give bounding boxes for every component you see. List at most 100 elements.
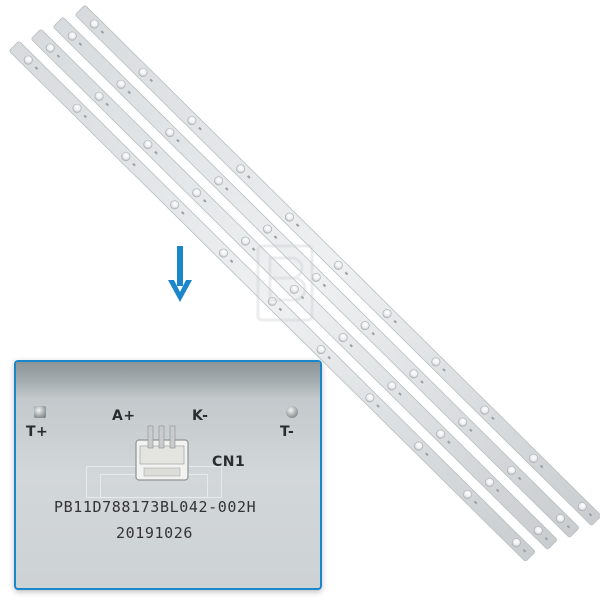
smd-component <box>225 187 229 191</box>
led-lens <box>338 333 348 343</box>
led-lens <box>67 31 77 41</box>
led-lens <box>23 55 33 65</box>
smd-component <box>181 211 185 215</box>
label-cn1: CN1 <box>212 454 246 470</box>
led-lens <box>214 176 224 186</box>
led-lens <box>240 236 250 246</box>
led-lens <box>409 369 419 379</box>
smd-component <box>78 42 83 46</box>
smd-component <box>278 307 283 312</box>
smd-component <box>198 126 202 131</box>
smd-component <box>229 259 234 263</box>
led-lens <box>143 140 153 150</box>
smd-component <box>154 150 158 155</box>
led-lens <box>436 429 446 439</box>
led-lens <box>165 128 175 138</box>
led-lens <box>431 357 441 367</box>
smd-component <box>127 90 131 95</box>
led-strips-group <box>9 5 600 562</box>
smd-component <box>132 162 136 167</box>
led-lens <box>458 417 468 427</box>
connector-closeup-inset: T+ A+ K- T- CN1 PB11D788173BL042-002H 20… <box>14 360 322 590</box>
led-strip <box>9 41 535 562</box>
led-lens <box>192 188 202 198</box>
part-number: PB11D788173BL042-002H <box>54 498 257 516</box>
led-lens <box>121 152 131 162</box>
led-lens <box>236 164 246 174</box>
smd-component <box>349 343 353 348</box>
led-lens <box>506 465 516 475</box>
pcb-edge <box>16 362 320 398</box>
label-t-plus: T+ <box>26 424 49 440</box>
smd-component <box>495 488 500 493</box>
arrow-down-icon <box>168 246 192 302</box>
smd-component <box>376 404 380 408</box>
led-lens <box>187 116 197 126</box>
smd-component <box>522 548 527 553</box>
led-lens <box>365 393 375 403</box>
date-code: 20191026 <box>116 524 194 542</box>
led-lens <box>89 19 99 29</box>
led-lens <box>511 538 521 548</box>
led-lens <box>316 345 326 355</box>
led-lens <box>45 43 55 53</box>
smd-component <box>273 235 278 239</box>
led-lens <box>116 79 126 89</box>
led-lens <box>414 441 424 451</box>
label-t-minus: T- <box>280 424 295 440</box>
led-lens <box>333 260 343 270</box>
smd-component <box>56 54 61 58</box>
cn1-connector <box>135 425 189 481</box>
solder-pad <box>286 406 298 418</box>
smd-component <box>149 78 153 83</box>
led-lens <box>360 321 370 331</box>
smd-component <box>295 223 300 227</box>
smd-component <box>83 114 87 119</box>
watermark-logo <box>256 244 314 322</box>
smd-component <box>322 283 327 288</box>
smd-component <box>517 476 522 481</box>
smd-component <box>344 271 349 276</box>
led-strip <box>75 5 600 526</box>
smd-component <box>473 500 478 505</box>
led-lens <box>218 248 228 258</box>
label-k-minus: K- <box>192 408 209 424</box>
led-lens <box>267 296 277 306</box>
led-lens <box>577 502 587 512</box>
smd-component <box>398 392 402 396</box>
smd-component <box>327 355 331 360</box>
smd-component <box>247 175 251 179</box>
smd-component <box>176 138 180 143</box>
led-lens <box>138 67 148 77</box>
led-lens <box>262 224 272 234</box>
led-lens <box>484 477 494 487</box>
led-lens <box>170 200 180 210</box>
smd-component <box>544 536 549 541</box>
led-lens <box>289 284 299 294</box>
smd-component <box>251 247 256 251</box>
smd-component <box>588 512 593 517</box>
smd-component <box>300 295 305 300</box>
smd-component <box>34 66 39 70</box>
led-lens <box>533 526 543 536</box>
led-lens <box>284 212 294 222</box>
smd-component <box>425 452 429 456</box>
label-a-plus: A+ <box>112 408 136 424</box>
led-lens <box>387 381 397 391</box>
smd-component <box>100 30 105 34</box>
led-lens <box>480 405 490 415</box>
led-lens <box>94 91 104 101</box>
solder-pad <box>34 406 46 418</box>
led-strip <box>31 29 557 550</box>
smd-component <box>447 440 451 444</box>
led-lens <box>462 489 472 499</box>
smd-component <box>393 319 397 324</box>
led-lens <box>72 103 82 113</box>
smd-component <box>491 416 495 420</box>
smd-component <box>105 102 109 107</box>
smd-component <box>203 199 207 203</box>
led-lens <box>311 272 321 282</box>
led-lens <box>528 453 538 463</box>
smd-component <box>420 380 424 384</box>
